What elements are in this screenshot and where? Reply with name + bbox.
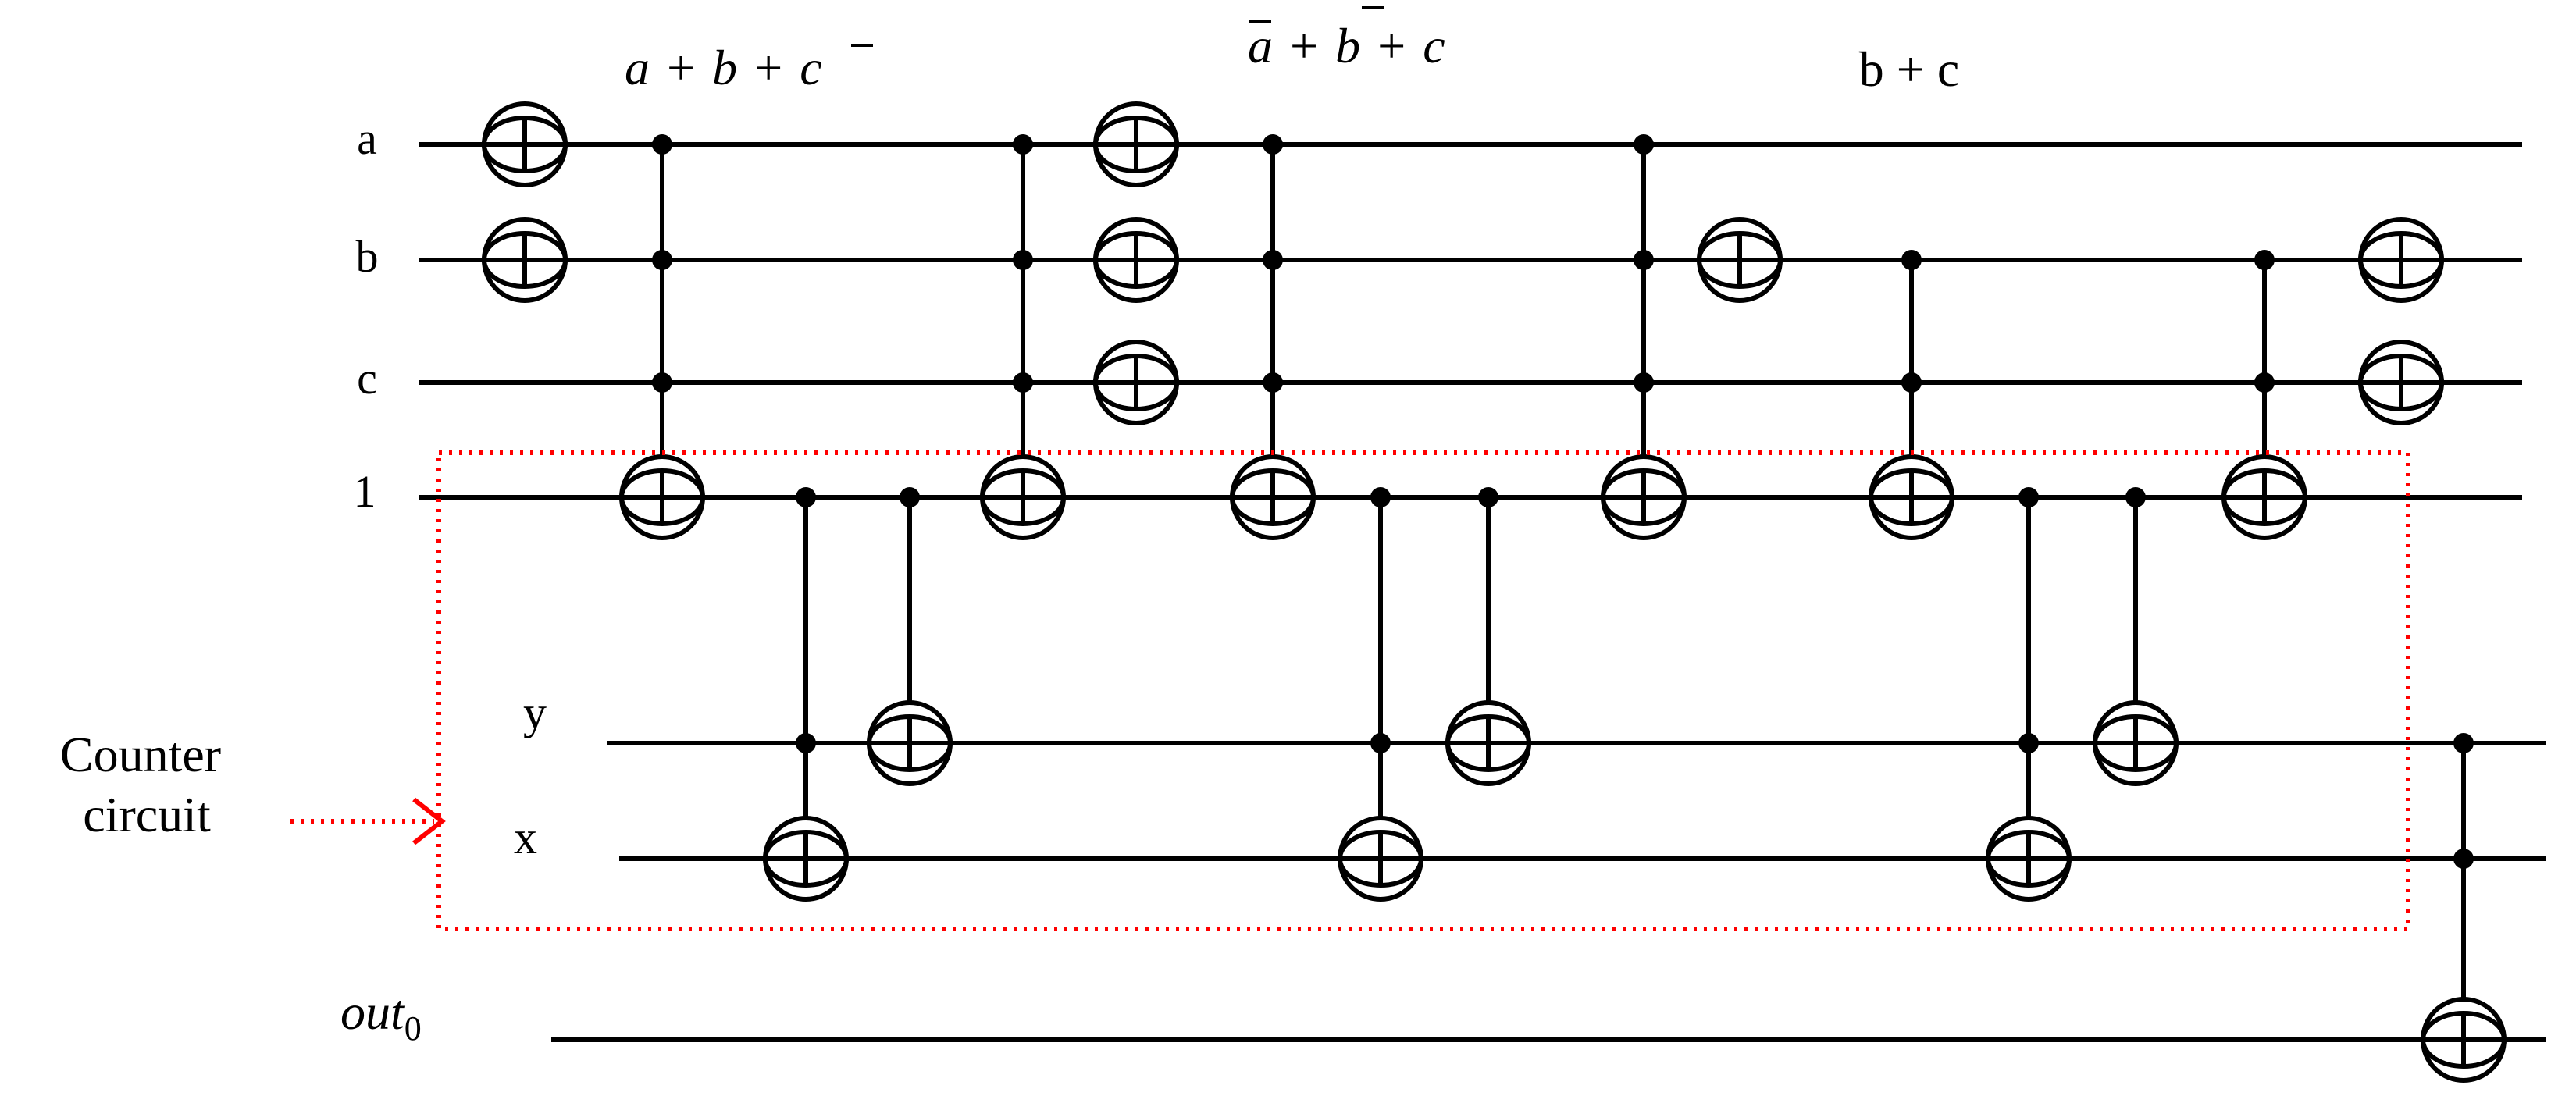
control-dot: [2453, 849, 2474, 869]
control-dot: [2453, 733, 2474, 753]
counter-label-line2: circuit: [83, 787, 211, 842]
not-gate-icon: [1986, 816, 2072, 902]
not-gate-icon: [619, 454, 705, 540]
control-dot: [1013, 372, 1033, 393]
control-dot: [2018, 487, 2039, 507]
control-dot: [796, 733, 816, 753]
not-gate-icon: [2358, 217, 2444, 303]
qubit-label-x: x: [514, 812, 537, 863]
control-dot: [1478, 487, 1498, 507]
not-gate-icon: [1697, 217, 1783, 303]
not-gate-icon: [2093, 700, 2179, 786]
control-dot: [2018, 733, 2039, 753]
control-dot: [2125, 487, 2146, 507]
control-dot: [1901, 250, 1922, 270]
qubit-label-out0: out0: [340, 984, 422, 1048]
control-dot: [652, 372, 672, 393]
counter-label-line1: Counter: [60, 727, 221, 782]
term-label-2: a+b+c: [1248, 18, 1445, 73]
control-dot: [1634, 134, 1654, 155]
term-label-3: b + c: [1859, 41, 1960, 97]
not-gate-icon: [2421, 997, 2507, 1083]
control-dot: [2254, 250, 2275, 270]
control-dot: [1634, 250, 1654, 270]
not-gate-icon: [1093, 217, 1179, 303]
not-gate-icon: [1230, 454, 1316, 540]
control-dot: [1901, 372, 1922, 393]
qubit-label-a: a: [357, 113, 377, 164]
control-dot: [1013, 250, 1033, 270]
qubit-label-b: b: [356, 231, 379, 282]
not-gate-icon: [482, 217, 568, 303]
not-gate-icon: [1338, 816, 1423, 902]
qubit-label-c: c: [357, 353, 377, 404]
qubit-label-one: 1: [354, 466, 376, 517]
not-gate-icon: [1601, 454, 1687, 540]
control-dot: [1634, 372, 1654, 393]
control-dot: [1263, 134, 1283, 155]
counter-arrow-head: [412, 797, 446, 845]
not-gate-icon: [867, 700, 953, 786]
counter-circuit-label: Counter circuit: [60, 727, 233, 842]
counter-circuit-box: [436, 450, 2410, 931]
control-dot: [1370, 733, 1391, 753]
not-gate-icon: [1869, 454, 1954, 540]
not-gate-icon: [482, 101, 568, 187]
control-dot: [1263, 372, 1283, 393]
control-dot: [1013, 134, 1033, 155]
qubit-label-y: y: [523, 687, 547, 738]
control-dot: [652, 250, 672, 270]
not-gate-icon: [2221, 454, 2307, 540]
not-gate-icon: [980, 454, 1066, 540]
control-dot: [1263, 250, 1283, 270]
not-gate-icon: [763, 816, 849, 902]
control-dot: [900, 487, 920, 507]
term-label-1: a+b+c: [625, 40, 822, 95]
control-dot: [652, 134, 672, 155]
control-dot: [1370, 487, 1391, 507]
not-gate-icon: [1093, 340, 1179, 425]
not-gate-icon: [1445, 700, 1531, 786]
not-gate-icon: [1093, 101, 1179, 187]
control-dot: [796, 487, 816, 507]
not-gate-icon: [2358, 340, 2444, 425]
control-dot: [2254, 372, 2275, 393]
